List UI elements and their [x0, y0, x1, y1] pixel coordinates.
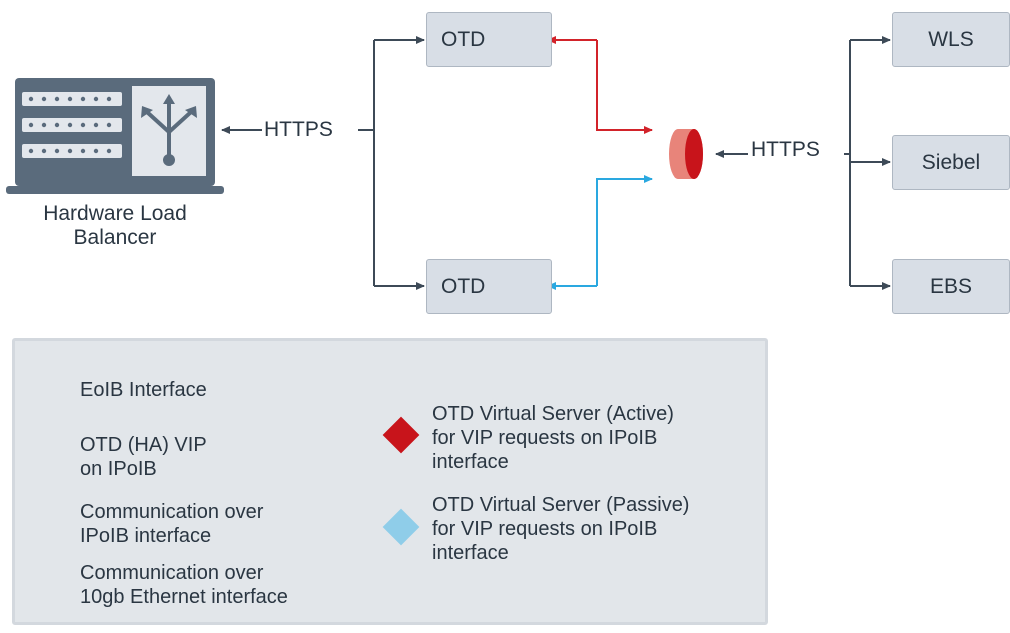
legend-active-line2: for VIP requests on IPoIB [432, 427, 658, 449]
backend-node-ebs[interactable]: EBS [892, 259, 1010, 314]
legend-ipoib-line2: IPoIB interface [80, 525, 212, 547]
legend-ipoib-line1: Communication over [80, 501, 264, 523]
legend-vip-line2: on IPoIB [80, 458, 157, 480]
https-left-label: HTTPS [264, 118, 333, 141]
otd-node-passive-label: OTD [441, 274, 486, 298]
legend-passive-line2: for VIP requests on IPoIB [432, 518, 658, 540]
legend-passive-line1: OTD Virtual Server (Passive) [432, 494, 690, 516]
load-balancer-icon [6, 78, 224, 194]
backend-node-wls-label: WLS [928, 27, 974, 51]
legend-passive-label: OTD Virtual Server (Passive) for VIP req… [432, 493, 689, 565]
backend-node-ebs-label: EBS [929, 274, 973, 298]
legend-ethernet-label: Communication over 10gb Ethernet interfa… [80, 561, 288, 609]
legend-panel [12, 338, 768, 625]
legend-ethernet-line1: Communication over [80, 562, 264, 584]
legend-vip-label: OTD (HA) VIP on IPoIB [80, 433, 207, 481]
backend-node-siebel[interactable]: Siebel [892, 135, 1010, 190]
legend-vip-line1: OTD (HA) VIP [80, 434, 207, 456]
vip-cylinder-icon [669, 129, 703, 179]
backend-node-siebel-label: Siebel [921, 150, 981, 174]
legend-active-line3: interface [432, 451, 509, 473]
otd-node-active-label: OTD [441, 27, 486, 51]
ipoib-connector [547, 36, 653, 134]
otd-node-passive[interactable]: OTD [426, 259, 552, 314]
legend-active-line1: OTD Virtual Server (Active) [432, 403, 674, 425]
legend-passive-line3: interface [432, 542, 509, 564]
legend-ipoib-label: Communication over IPoIB interface [80, 500, 263, 548]
load-balancer-label: Hardware Load Balancer [10, 202, 220, 250]
legend-active-label: OTD Virtual Server (Active) for VIP requ… [432, 402, 674, 474]
ethernet-connector [547, 175, 653, 290]
load-balancer-label-line2: Balancer [73, 226, 157, 249]
legend-ethernet-line2: 10gb Ethernet interface [80, 586, 288, 608]
https-right-label: HTTPS [751, 138, 820, 161]
backend-node-wls[interactable]: WLS [892, 12, 1010, 67]
legend-eoib-label: EoIB Interface [80, 379, 207, 401]
right-connectors [715, 36, 891, 290]
load-balancer-label-line1: Hardware Load [43, 202, 187, 225]
left-connectors [221, 36, 425, 290]
otd-node-active[interactable]: OTD [426, 12, 552, 67]
